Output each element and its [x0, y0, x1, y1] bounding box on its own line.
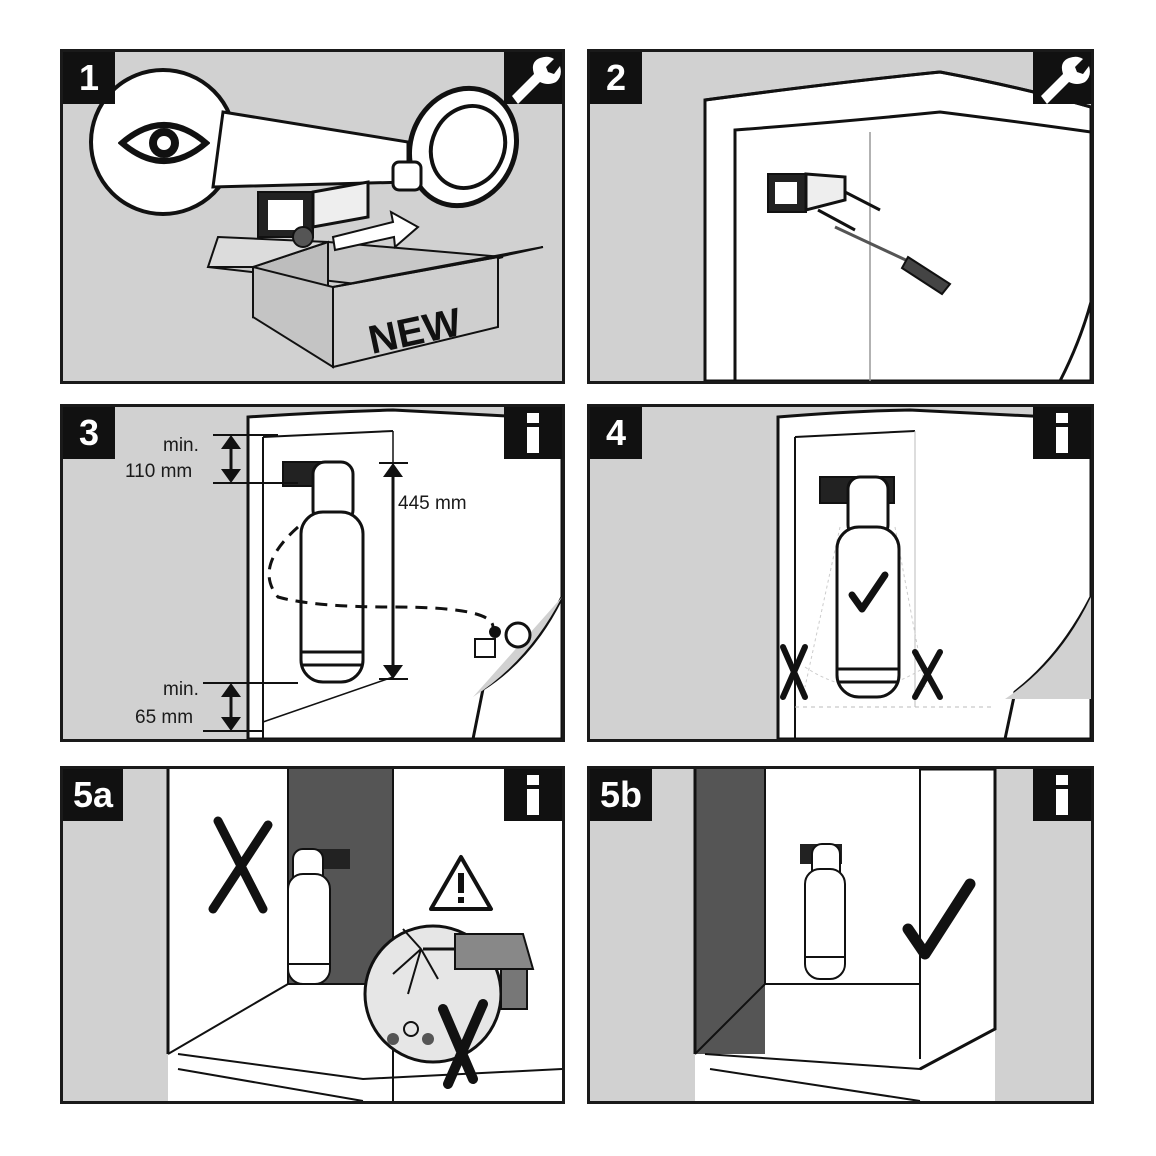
info-icon	[504, 769, 562, 821]
info-icon	[1033, 407, 1091, 459]
clearance-dimensions-illustration	[203, 408, 562, 739]
step-number-3: 3	[63, 407, 115, 459]
panel-3: min. 110 mm 445 mm min. 65 mm 3	[60, 404, 565, 742]
panel-4: 4	[587, 404, 1094, 742]
step-number-5b: 5b	[590, 769, 653, 821]
panel-5b: 5b	[587, 766, 1094, 1104]
step-number-5a: 5a	[63, 769, 124, 821]
bottom-clearance-label: min.	[163, 679, 199, 700]
panel-2: 2	[587, 49, 1094, 384]
wrench-icon	[1033, 52, 1091, 104]
info-icon	[1033, 769, 1091, 821]
panel-5a: 5a	[60, 766, 565, 1104]
step-number-2: 2	[590, 52, 642, 104]
step-number-1: 1	[63, 52, 115, 104]
unbox-illustration: NEW	[89, 68, 544, 369]
filter-height-value: 445 mm	[398, 493, 467, 514]
orientation-illustration	[776, 408, 1091, 739]
correct-mounting-illustration	[693, 769, 997, 1101]
wrench-icon	[504, 52, 562, 104]
bottom-clearance-value: 65 mm	[135, 707, 194, 728]
top-clearance-label: min.	[163, 435, 199, 456]
wrong-mounting-illustration	[166, 769, 562, 1101]
eye-icon	[118, 122, 210, 164]
panel-1: NEW 1	[60, 49, 565, 384]
step-number-4: 4	[590, 407, 642, 459]
info-icon	[504, 407, 562, 459]
mount-bracket-illustration	[703, 70, 1091, 381]
top-clearance-value: 110 mm	[125, 461, 193, 482]
